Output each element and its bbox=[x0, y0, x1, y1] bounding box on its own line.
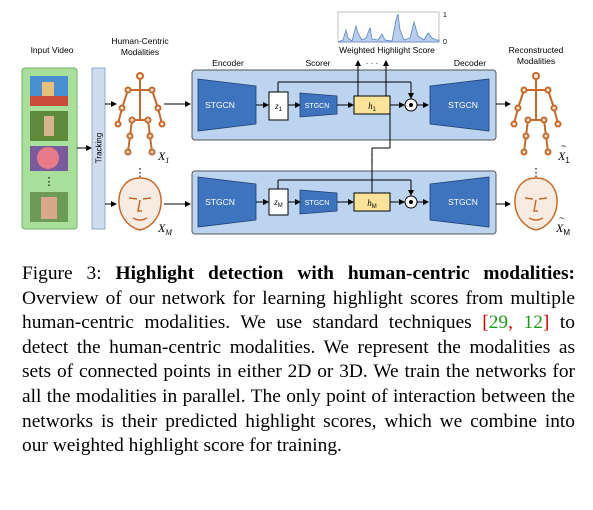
plot-ymin: 0 bbox=[443, 39, 447, 46]
svg-text:~: ~ bbox=[561, 141, 566, 151]
reconstructed-xm-label: XM bbox=[555, 221, 570, 237]
label-reconstructed-2: Modalities bbox=[517, 56, 555, 66]
tracking-bar: Tracking bbox=[91, 67, 106, 230]
rowm-z: zM bbox=[273, 197, 283, 209]
tracking-label: Tracking bbox=[95, 133, 104, 163]
modality-dots: ⋮ bbox=[135, 167, 146, 179]
citation-12[interactable]: 12 bbox=[523, 312, 543, 334]
caption-title: Highlight detection with human-centric m… bbox=[115, 263, 576, 284]
rowm-scorer-stgcn: STGCN bbox=[305, 200, 330, 207]
figure-caption: Figure 3: Highlight detection with human… bbox=[22, 262, 575, 459]
row1-z: z1 bbox=[274, 101, 283, 113]
label-human-centric-2: Modalities bbox=[121, 47, 159, 57]
network-row-m: STGCN zM STGCN hM STGCN bbox=[191, 170, 497, 235]
reconstructed-dots: ⋮ bbox=[531, 167, 542, 179]
label-input-video: Input Video bbox=[31, 45, 74, 55]
face-mesh-icon bbox=[118, 177, 162, 231]
label-reconstructed-1: Reconstructed bbox=[509, 45, 564, 55]
label-human-centric-1: Human-Centric bbox=[111, 36, 169, 46]
rowm-decoder-stgcn: STGCN bbox=[448, 197, 478, 207]
caption-prefix: Figure 3: bbox=[22, 263, 102, 284]
rowm-h: hM bbox=[367, 198, 377, 210]
reconstructed-x1-label: X1 bbox=[557, 149, 570, 165]
modality-x1-label: X1 bbox=[157, 149, 169, 165]
label-encoder: Encoder bbox=[212, 58, 244, 68]
svg-text:~: ~ bbox=[559, 213, 564, 223]
reconstructed-skeleton-icon bbox=[510, 72, 562, 156]
caption-text-2: to detect the human-centric modalities. … bbox=[22, 312, 575, 457]
citation-29[interactable]: 29 bbox=[488, 312, 509, 334]
network-dots: ⋮ bbox=[367, 153, 378, 165]
body-skeleton-icon bbox=[114, 72, 166, 156]
figure-diagram: Input Video Human-Centric Modalities Enc… bbox=[0, 0, 593, 250]
cite-close: ] bbox=[542, 312, 550, 334]
label-scorer: Scorer bbox=[305, 58, 330, 68]
row1-h: h1 bbox=[368, 101, 377, 113]
video-dots: ⋮ bbox=[44, 176, 55, 188]
caption-text-1: Overview of our network for learning hig… bbox=[22, 287, 575, 334]
plot-ymax: 1 bbox=[443, 12, 447, 19]
network-row-1: STGCN z1 STGCN h1 STGCN bbox=[191, 69, 497, 141]
input-video-panel: ⋮ bbox=[21, 67, 78, 230]
rowm-encoder-stgcn: STGCN bbox=[205, 197, 235, 207]
label-decoder: Decoder bbox=[454, 58, 486, 68]
row1-decoder-stgcn: STGCN bbox=[448, 100, 478, 110]
reconstructed-face-icon bbox=[514, 177, 558, 231]
score-hdots: · · · bbox=[366, 59, 378, 68]
row1-scorer-stgcn: STGCN bbox=[305, 103, 330, 110]
cite-sep: , bbox=[508, 312, 524, 334]
highlight-score-plot: 1 0 bbox=[337, 11, 447, 46]
label-weighted-score: Weighted Highlight Score bbox=[339, 45, 435, 55]
row1-encoder-stgcn: STGCN bbox=[205, 100, 235, 110]
modality-xm-label: XM bbox=[157, 221, 173, 237]
cite-open: [ bbox=[482, 312, 489, 334]
